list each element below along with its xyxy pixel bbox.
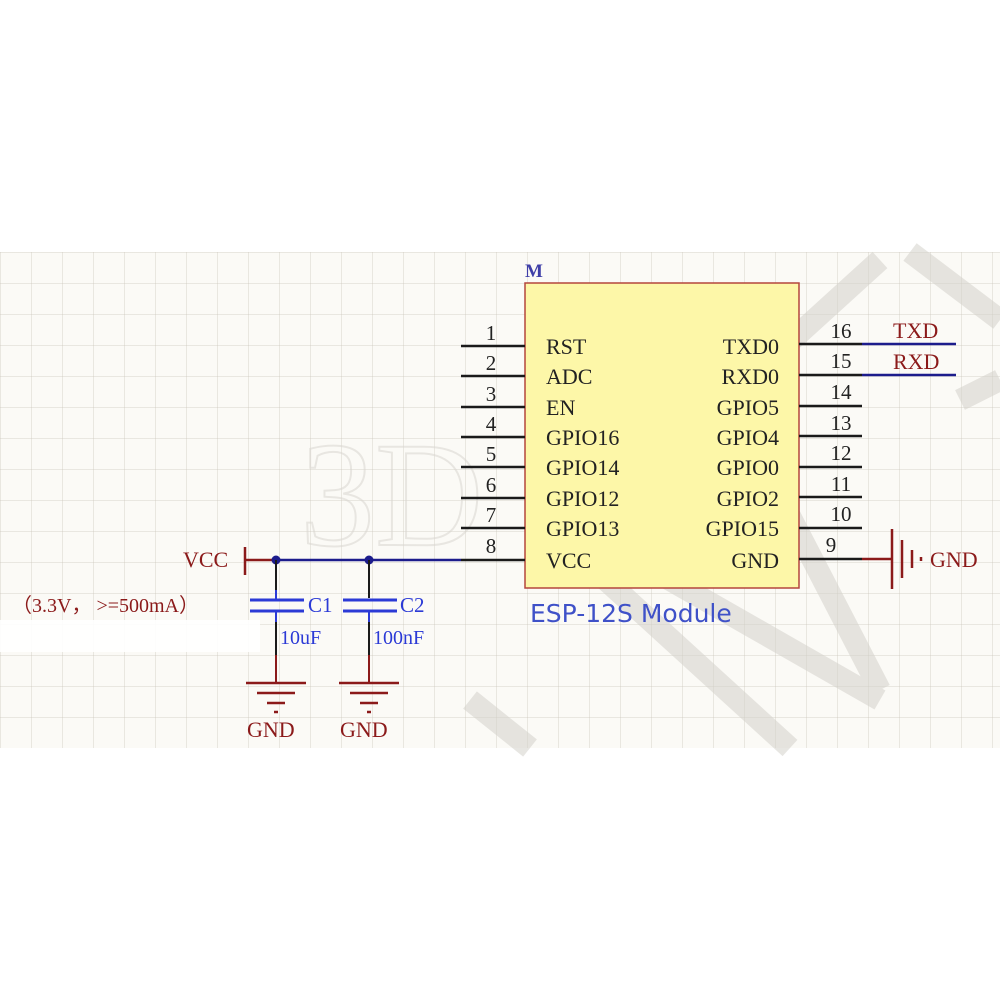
c1-designator: C1 (308, 593, 333, 617)
capacitor-c2[interactable] (343, 560, 397, 683)
gnd-c1-label: GND (247, 717, 295, 742)
pin-number: 15 (831, 349, 852, 373)
pin-name: GPIO15 (706, 516, 779, 541)
pin-name: RST (546, 334, 587, 359)
pin-name: GPIO4 (717, 425, 779, 450)
c2-value: 100nF (373, 627, 424, 649)
pin-name: VCC (546, 548, 591, 573)
pin-name: ADC (546, 364, 592, 389)
pin-number: 1 (486, 321, 497, 345)
pin-name: GPIO5 (717, 395, 779, 420)
pin-name: GPIO2 (717, 486, 779, 511)
pin-number: 4 (486, 412, 497, 436)
pin-name: GPIO12 (546, 486, 619, 511)
component-name: ESP-12S Module (530, 599, 732, 628)
vcc-note: （3.3V， >=500mA） (12, 594, 199, 617)
esp12s-body[interactable] (524, 282, 800, 589)
pin-number: 10 (831, 502, 852, 526)
pin-name: GPIO14 (546, 455, 619, 480)
schematic-sheet (0, 252, 1000, 748)
pin-number: 11 (831, 472, 851, 496)
component-designator: M (525, 261, 543, 282)
pin-name: TXD0 (723, 334, 779, 359)
pin-number: 14 (831, 380, 853, 404)
pin-name: GND (731, 548, 779, 573)
right-pins (799, 342, 862, 561)
gnd-right-icon (862, 529, 923, 589)
pin-name: GPIO16 (546, 425, 619, 450)
capacitor-c1[interactable] (250, 560, 304, 683)
left-pins (461, 344, 525, 562)
pin-number: 8 (486, 534, 497, 558)
pin-number: 6 (486, 473, 497, 497)
rxd-net-label: RXD (893, 349, 939, 374)
pin-number: 7 (486, 503, 497, 527)
pin-number: 2 (486, 351, 497, 375)
watermark-text: 3D (300, 412, 483, 578)
pin-name: GPIO13 (546, 516, 619, 541)
pin-number: 5 (486, 442, 497, 466)
gnd-right-label: GND (930, 547, 978, 572)
pin-number: 3 (486, 382, 497, 406)
pin-number: 13 (831, 411, 852, 435)
vcc-net-label: VCC (183, 547, 228, 572)
pin-number: 9 (826, 533, 837, 557)
txd-net-label: TXD (893, 318, 938, 343)
white-strip (0, 620, 260, 652)
gnd-c2-label: GND (340, 717, 388, 742)
c1-value: 10uF (280, 627, 321, 649)
c2-designator: C2 (400, 593, 425, 617)
pin-name: GPIO0 (717, 455, 779, 480)
pin-number: 12 (831, 441, 852, 465)
gnd-c2-icon (339, 681, 399, 714)
pin-name: RXD0 (722, 364, 779, 389)
pin-name: EN (546, 395, 575, 420)
gnd-c1-icon (246, 681, 306, 714)
pin-number: 16 (831, 319, 852, 343)
